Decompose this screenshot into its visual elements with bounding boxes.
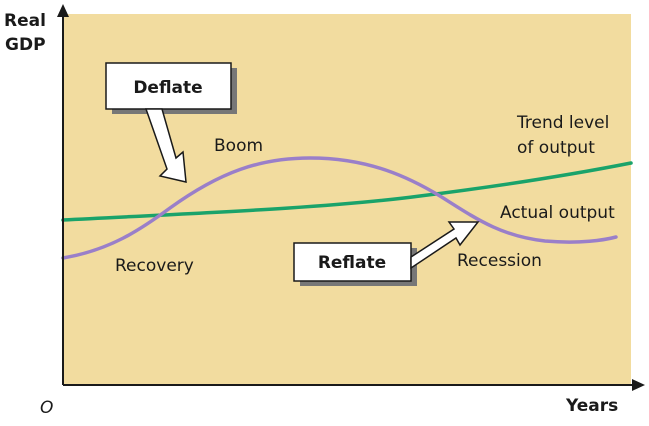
y-axis-label-line2: GDP bbox=[5, 35, 46, 55]
trend-label-line2: of output bbox=[517, 138, 595, 158]
trend-level-line bbox=[61, 161, 633, 222]
reflate-callout: Reflate bbox=[293, 221, 480, 286]
origin-label: O bbox=[40, 398, 53, 418]
reflate-label: Reflate bbox=[318, 253, 386, 273]
deflate-callout: Deflate bbox=[105, 62, 237, 183]
deflate-label: Deflate bbox=[133, 78, 202, 98]
recession-label: Recession bbox=[457, 251, 542, 271]
y-axis-label-line1: Real bbox=[4, 11, 46, 31]
y-axis-arrow-icon bbox=[57, 4, 69, 17]
trend-label-line1: Trend level bbox=[516, 113, 609, 133]
deflate-arrow-icon bbox=[144, 108, 187, 183]
x-axis-arrow-icon bbox=[632, 379, 645, 391]
actual-output-label: Actual output bbox=[500, 203, 615, 223]
actual-output-line bbox=[61, 156, 618, 260]
boom-label: Boom bbox=[214, 136, 263, 156]
x-axis-label: Years bbox=[565, 396, 618, 416]
recovery-label: Recovery bbox=[115, 256, 194, 276]
reflate-arrow-icon bbox=[410, 221, 480, 270]
